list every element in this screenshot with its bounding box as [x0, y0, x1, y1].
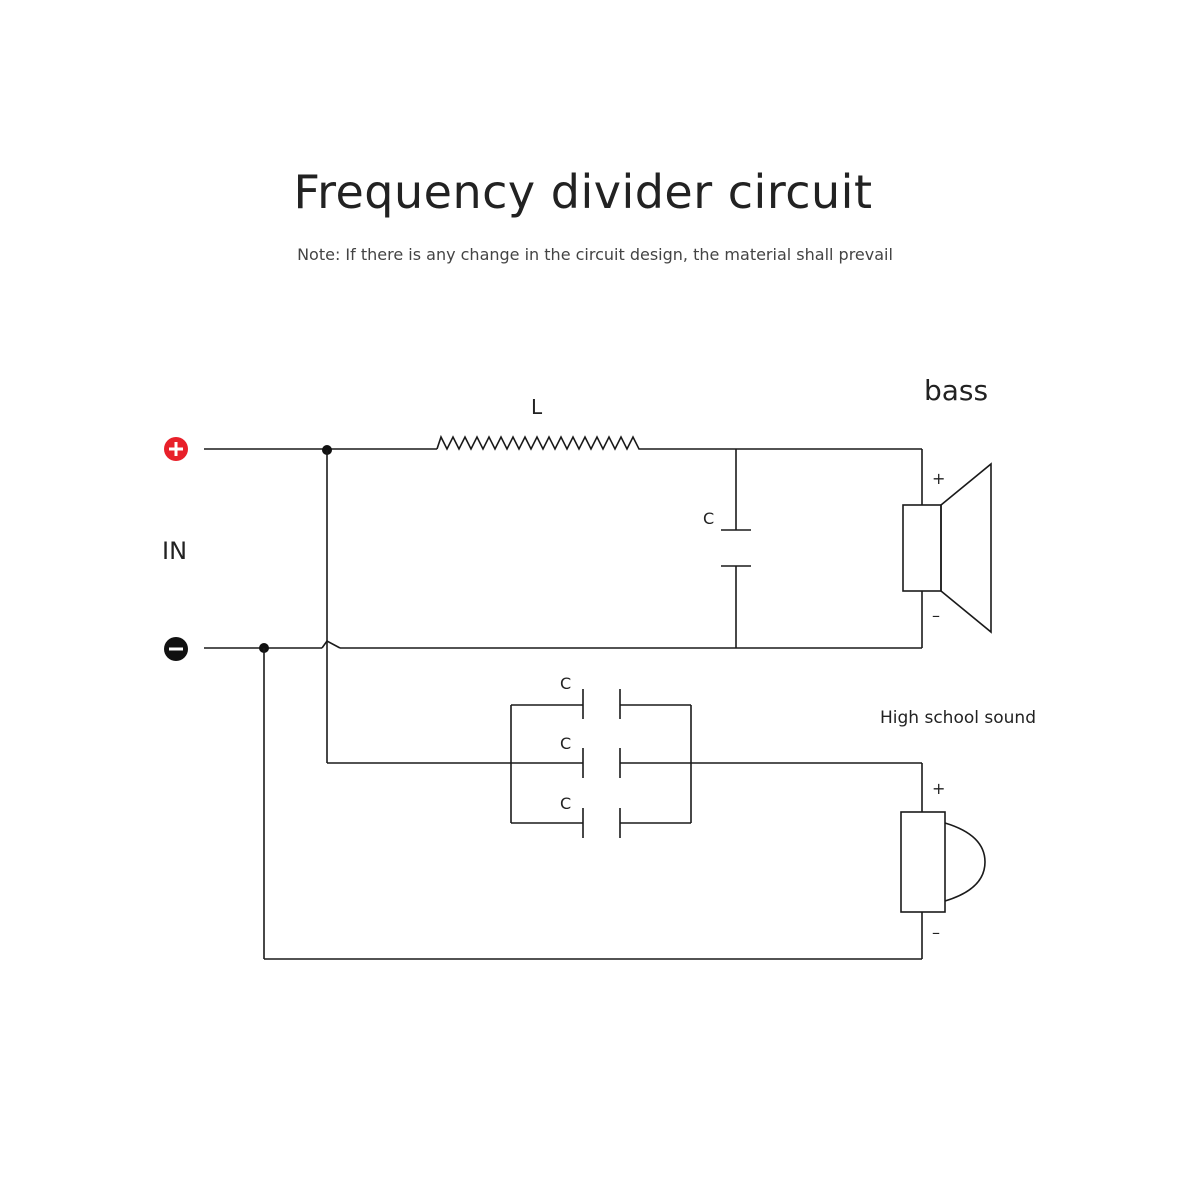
diagram-note: Note: If there is any change in the circ… — [297, 245, 893, 264]
inductor-label: L — [531, 395, 543, 419]
negative-rail — [204, 639, 922, 649]
bass-capacitor — [721, 449, 751, 648]
tweeter-return-wire — [263, 648, 922, 960]
diagram-title: Frequency divider circuit — [293, 165, 873, 219]
inductor-l — [436, 434, 645, 451]
tweeter-capacitor-bank — [510, 689, 692, 838]
positive-terminal — [164, 437, 188, 461]
tweeter-minus-sign: – — [932, 923, 940, 942]
tweeter-capacitor-label: C — [560, 674, 571, 693]
negative-terminal — [164, 637, 188, 661]
bass-capacitor-label: C — [703, 509, 714, 528]
tweeter-plus-sign: + — [932, 779, 945, 798]
tweeter-label: High school sound — [880, 708, 1036, 728]
woofer-minus-sign: – — [932, 606, 940, 625]
input-label: IN — [162, 537, 187, 565]
tweeter-capacitor-label: C — [560, 794, 571, 813]
tweeter-capacitor-label: C — [560, 734, 571, 753]
woofer-label: bass — [924, 374, 988, 407]
woofer-speaker-icon — [902, 449, 992, 648]
woofer-plus-sign: + — [932, 469, 945, 488]
tweeter-speaker-icon — [900, 763, 986, 959]
